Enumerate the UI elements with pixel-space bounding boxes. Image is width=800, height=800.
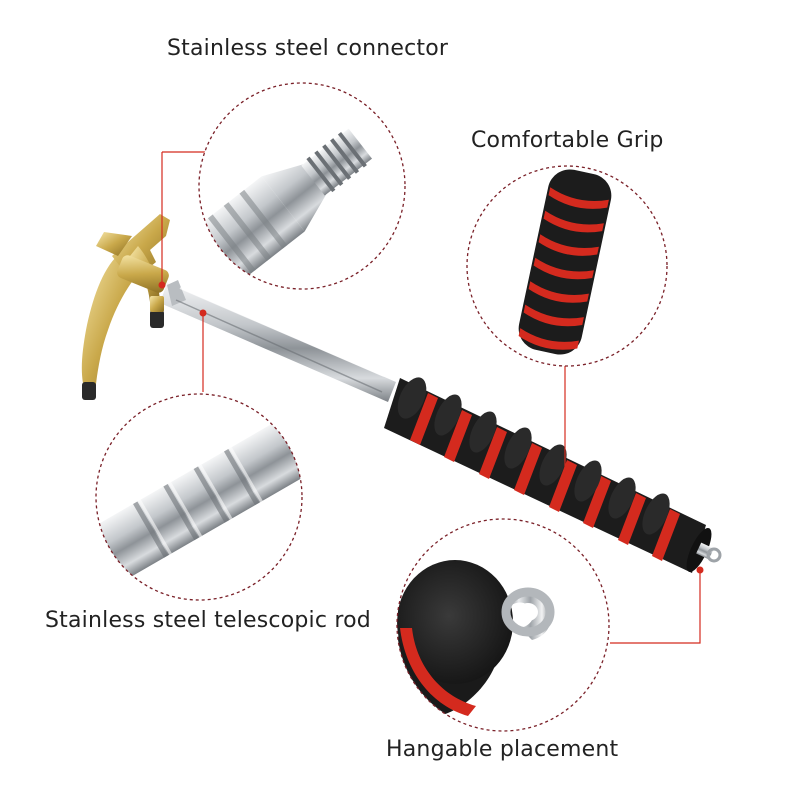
callout-grip-closeup bbox=[466, 165, 668, 367]
callout-connector-closeup bbox=[198, 82, 406, 290]
callout-hang-closeup bbox=[396, 518, 610, 732]
callout-dot-grip bbox=[561, 472, 569, 480]
hanging-ring bbox=[696, 542, 722, 563]
callout-label-connector: Stainless steel connector bbox=[167, 36, 449, 61]
callout-label-rod: Stainless steel telescopic rod bbox=[45, 608, 371, 633]
callout-lines bbox=[161, 151, 701, 644]
callout-dot-rod bbox=[199, 309, 207, 317]
telescopic-rod bbox=[160, 280, 396, 402]
callout-dot-connector bbox=[158, 281, 166, 289]
callout-label-grip: Comfortable Grip bbox=[471, 128, 664, 153]
brass-bridge-head bbox=[81, 214, 170, 400]
callout-rod-closeup bbox=[95, 393, 303, 601]
foam-grip bbox=[384, 377, 722, 573]
callout-dot-hang bbox=[696, 566, 704, 574]
callout-label-hang: Hangable placement bbox=[386, 737, 619, 762]
